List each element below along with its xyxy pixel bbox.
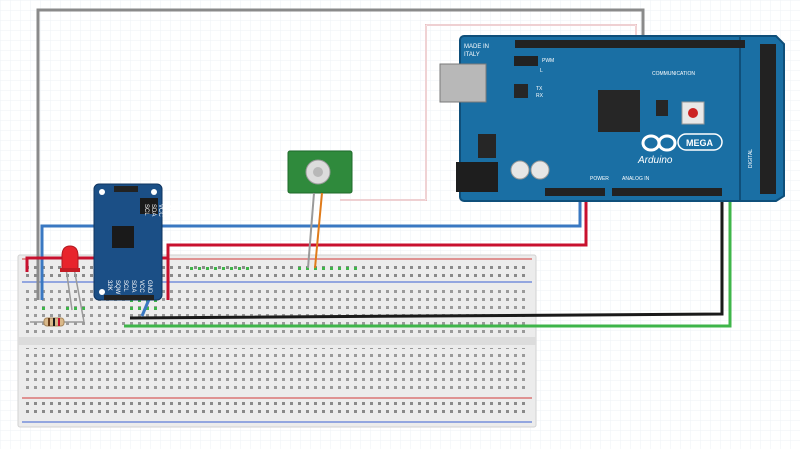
pwm-label: PWM xyxy=(542,58,554,64)
rtc-chip xyxy=(112,226,134,248)
digital-label: DIGITAL xyxy=(748,149,754,168)
led-red xyxy=(60,245,85,323)
tx-label: TX xyxy=(536,86,543,92)
arduino-brand: Arduino xyxy=(637,155,673,166)
rtc-pin-gnd: GND xyxy=(146,280,152,294)
l-label: L xyxy=(540,68,543,74)
arduino-logo-icon xyxy=(641,134,677,152)
analog-in-label: ANALOG IN xyxy=(622,176,650,182)
made-in-label: MADE IN xyxy=(464,44,489,50)
rtc-pin-gnd-top: GND xyxy=(164,204,170,218)
mega-badge xyxy=(677,133,723,151)
mega-label: MEGA xyxy=(686,138,714,148)
sensor-module xyxy=(287,150,353,269)
rtc-pin-scl-top: SCL xyxy=(143,204,149,216)
rtc-pin-scl: SCL xyxy=(122,280,128,292)
power-label: POWER xyxy=(590,176,609,182)
rx-label: RX xyxy=(536,93,544,99)
rtc-module: SCL SDA VCC GND 32K SQW SCL SDA VCC GND xyxy=(93,183,170,301)
rtc-pin-vcc: VCC xyxy=(138,280,144,293)
wire-black xyxy=(129,195,724,320)
rtc-pin-sda-top: SDA xyxy=(150,204,156,216)
rtc-pin-32k: 32K xyxy=(106,280,112,291)
country-label: ITALY xyxy=(464,52,480,58)
power-jack xyxy=(456,162,498,192)
wire-gray xyxy=(36,8,645,300)
arduino-mega-board: MADE IN ITALY PWM L TX RX COMMUNICATION … xyxy=(439,35,785,202)
wire-red xyxy=(25,196,588,272)
usb-port xyxy=(439,63,487,103)
microcontroller-chip xyxy=(598,90,640,132)
rtc-pin-vcc-top: VCC xyxy=(157,204,163,217)
rtc-pin-sda: SDA xyxy=(130,280,136,292)
rtc-pin-sqw: SQW xyxy=(114,280,120,295)
communication-label: COMMUNICATION xyxy=(652,71,695,77)
resistor xyxy=(30,317,84,327)
wire-green xyxy=(124,193,732,328)
